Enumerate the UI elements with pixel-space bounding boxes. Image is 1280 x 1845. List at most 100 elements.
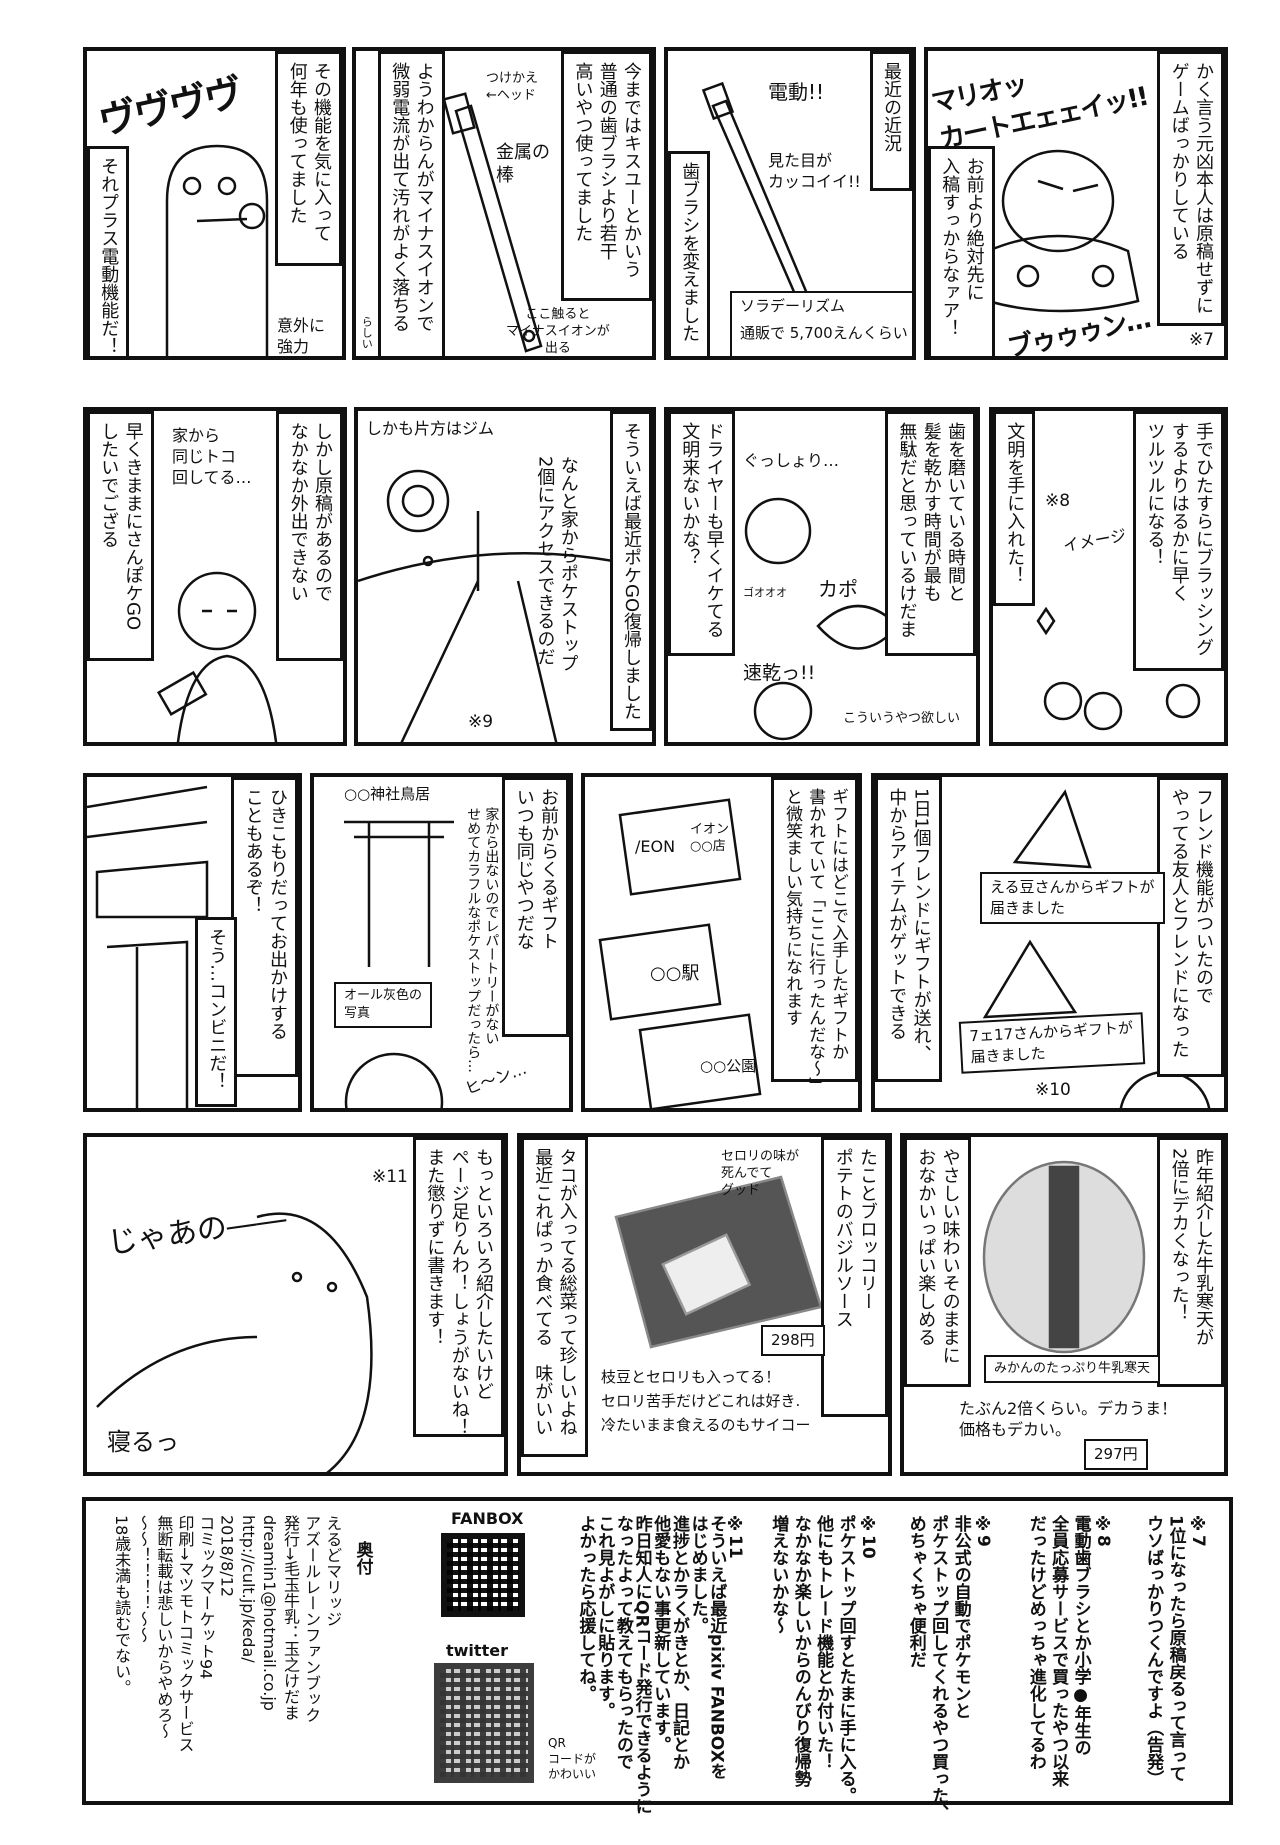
footnote-8: ※8 電動歯ブラシとか小学●年生の 全員応募サービスで買ったやつ以来 だったけど… — [1025, 1515, 1113, 1787]
caption: 金属の 棒 — [496, 142, 550, 187]
narration-box: 最近の近況 — [869, 51, 912, 191]
caption: 速乾っ!! — [743, 662, 816, 684]
footnote-marker: ※8 — [1045, 491, 1071, 511]
narration-box: 歯ブラシを変えました — [668, 151, 711, 356]
price-tag: 298円 — [761, 1325, 825, 1356]
panel-friend-feature: フレンド機能がついたので やってる友人とフレンドになった 1日1個フレンドにギフ… — [871, 773, 1228, 1112]
caption: 見た目が カッコイイ!! — [768, 151, 861, 191]
caption: こういうやつ欲しい — [843, 711, 961, 726]
narration-box: そう…コンビニだ！ — [195, 917, 238, 1107]
narration-box: やさしい味わいそのままに おなかいっぱい楽しめる — [904, 1137, 971, 1387]
panel-same-gift: お前からくるギフト いつも同じやつだな ○○神社鳥居 家から出ないのでレパートリ… — [310, 773, 573, 1112]
narration-box: ドライヤーも早くイケてる 文明来ないかな？ — [668, 411, 735, 656]
character-drawing — [156, 571, 278, 742]
narration-box: しかし原稿があるので なかなか外出できない — [276, 411, 343, 661]
panel-pokego: そういえば最近ポケGO復帰しました しかも片方はジム なんと家からポケストップ … — [354, 407, 656, 746]
footnote-marker: ※9 — [468, 712, 494, 732]
panel-octopus-salad: たことブロッコリー ポテトのバジルソース タコが入ってる総菜って珍しいよね 最近… — [517, 1133, 892, 1476]
caption: /EON — [635, 837, 676, 856]
narration-box: そういえば最近ポケGO復帰しました — [609, 411, 652, 731]
photo-cards-drawing — [598, 798, 762, 1108]
gift-label: 7ェ17さんからギフトが 届きました — [958, 1012, 1145, 1074]
panel-mario-kart: かく言う元凶本人は原稿せずに ゲームばっかりしている お前より絶対先に 入稿すっ… — [924, 47, 1228, 360]
dryer-drawing — [744, 497, 900, 741]
narration-box: 手でひたすらにブラッシング するよりはるかに早く ツルツルになる！ — [1133, 411, 1224, 671]
narration-box: フレンド機能がついたので やってる友人とフレンドになった — [1157, 777, 1224, 1077]
fanbox-label: FANBOX — [451, 1509, 524, 1528]
sparkle-drawing — [1036, 606, 1201, 731]
panel-goodbye: もっといろいろ紹介したいけど ページ足りんわ！しょうがないね！ また懲りずに書き… — [83, 1133, 508, 1476]
footnote-11: ※11 そういえば最近pixiv FANBOXを はじめました。 進捗とかラくが… — [575, 1515, 746, 1815]
narration-box: たことブロッコリー ポテトのバジルソース — [821, 1137, 888, 1417]
caption: ○○公園 — [700, 1057, 757, 1075]
narration-box: ひきこもりだってお出かけする こともあるぞ！ — [231, 777, 298, 1077]
character-drawing — [165, 144, 269, 356]
photo-label: オール灰色の 写真 — [334, 982, 433, 1029]
publication-info: えるどマリッジ アズールレーンファンブック 発行→毛玉牛乳：玉之けだま drea… — [112, 1515, 343, 1753]
character-drawing — [96, 1212, 373, 1472]
narration-box: 1日1個フレンドにギフトが送れ、 中からアイテムがゲットできる — [875, 777, 942, 1082]
narration-text: なんと家からポケストップ 2個にアクセスできるのだ — [534, 456, 579, 672]
narration-box: かく言う元凶本人は原稿せずに ゲームばっかりしている — [1157, 51, 1224, 326]
toothbrush-drawing — [442, 92, 543, 353]
footnote-marker: ※10 — [1035, 1080, 1071, 1100]
narration-box: 昨年紹介した牛乳寒天が 2倍にデカくなった！ — [1157, 1137, 1224, 1387]
caption: カポ — [818, 577, 858, 601]
product-name: ソラデーリズム — [740, 297, 846, 315]
twitter-label: twitter — [446, 1641, 508, 1660]
product-price: 通販で 5,700えんくらい — [740, 324, 908, 342]
qr-comment: QR コードが かわいい — [548, 1736, 597, 1782]
panel-gift-places: ギフトにはどこで入手したギフトか 書かれていて「ここに行ったんだな～」 と微笑ま… — [581, 773, 862, 1112]
panel-new-toothbrush: 最近の近況 歯ブラシを変えました 電動!! 見た目が カッコイイ!! ソラデーリ… — [664, 47, 916, 360]
salad-photo — [614, 1175, 823, 1349]
footnote-marker: ※11 — [372, 1167, 408, 1187]
twitter-qr-code[interactable] — [434, 1663, 534, 1783]
panel-electric-feature: その機能を気に入って 何年も使ってました それプラス電動機能だ！ ヴヴヴヴ 意外… — [83, 47, 346, 360]
caption: 電動!! — [768, 80, 825, 104]
caption: 家から 同じトコ 回してる… — [172, 426, 252, 487]
narration-box: 今まではキスユーとかいう 普通の歯ブラシより若干 高いやつ使ってました — [561, 51, 652, 301]
panel-old-toothbrush: 今まではキスユーとかいう 普通の歯ブラシより若干 高いやつ使ってました ようわか… — [352, 47, 656, 360]
footnote-7: ※7 1位になったら原稿戻るって言って ウソばっかりつくんですよ（告発） — [1143, 1515, 1208, 1787]
caption: 枝豆とセロリも入ってる！ セロリ苦手だけどこれは好き. 冷たいまま食えるのもサイ… — [601, 1368, 811, 1434]
map-drawing — [358, 469, 652, 742]
caption: 意外に 強力 — [277, 316, 326, 356]
caption: ○○神社鳥居 — [344, 785, 431, 803]
narration-text: 家から出ないのでレパートリーがない せめてカラフルなポケストップだったら… — [465, 807, 500, 1073]
caption: つけかえ ←ヘッド — [486, 71, 539, 103]
narration-box: お前より絶対先に 入稿すっからなァア！ — [928, 146, 995, 356]
footnote-9: ※9 非公式の自動でポケモンと ポケストップ回してくれるやつ買った、 めちゃくち… — [905, 1515, 993, 1821]
caption: 寝るっ — [107, 1428, 179, 1456]
caption: ゴオオオ — [743, 586, 787, 599]
narration-box: 歯を磨いている時間と 髪を乾かす時間が最も 無駄だと思っているけだま — [885, 411, 976, 656]
panel-hair-dryer: 歯を磨いている時間と 髪を乾かす時間が最も 無駄だと思っているけだま ドライヤー… — [664, 407, 980, 746]
caption-small: らしい — [360, 316, 374, 349]
narration-box: それプラス電動機能だ！ — [87, 146, 130, 356]
caption: しかも片方はジム — [366, 419, 495, 438]
caption: ここ触ると マイナスイオンが 出る — [506, 307, 610, 356]
panel-civilization: 手でひたすらにブラッシング するよりはるかに早く ツルツルになる！ 文明を手に入… — [989, 407, 1228, 746]
narration-box: もっといろいろ紹介したいけど ページ足りんわ！しょうがないね！ また懲りずに書き… — [413, 1137, 504, 1437]
narration-box: ギフトにはどこで入手したギフトか 書かれていて「ここに行ったんだな～」 と微笑ま… — [771, 777, 858, 1094]
kart-driver-drawing — [986, 149, 1140, 313]
product-label: みかんのたっぷり牛乳寒天 — [984, 1355, 1161, 1384]
caption: たぶん2倍くらい。デカうま！ 価格もデカい。 — [959, 1399, 1178, 1439]
fanbox-qr-code[interactable] — [441, 1533, 525, 1617]
kanten-photo — [982, 1160, 1146, 1354]
colophon-title: 奥付 — [352, 1541, 373, 1575]
footnote-marker: ※7 — [1188, 330, 1214, 350]
product-label: ソラデーリズム通販で 5,700えんくらい — [730, 291, 912, 356]
caption: ぐっしょり… — [743, 451, 840, 470]
caption: ○○駅 — [650, 963, 700, 984]
price-tag: 297円 — [1084, 1439, 1148, 1470]
panel-convenience-store: ひきこもりだってお出かけする こともあるぞ！ そう…コンビニだ！ — [83, 773, 302, 1112]
colophon: ※7 1位になったら原稿戻るって言って ウソばっかりつくんですよ（告発） ※8 … — [82, 1497, 1233, 1821]
caption: イオン ○○店 — [690, 822, 730, 854]
narration-box: その機能を気に入って 何年も使ってました — [275, 51, 342, 266]
panel-milk-kanten: 昨年紹介した牛乳寒天が 2倍にデカくなった！ やさしい味わいそのままに おなかい… — [900, 1133, 1228, 1476]
gift-label: える豆さんからギフトが 届きました — [980, 872, 1165, 924]
narration-box: お前からくるギフト いつも同じやつだな — [502, 777, 569, 1037]
footnote-10: ※10 ポケストップ回すとたまに手に入る。 他にもトレード機能とか付いた！ なか… — [768, 1515, 878, 1804]
narration-box: ようわからんがマイナスイオンで 微弱電流が出て汚れがよく落ちる — [378, 51, 445, 356]
narration-box: タコが入ってる総菜って珍しいよね 最近これぱっか食べてる 味がいい — [521, 1137, 588, 1457]
